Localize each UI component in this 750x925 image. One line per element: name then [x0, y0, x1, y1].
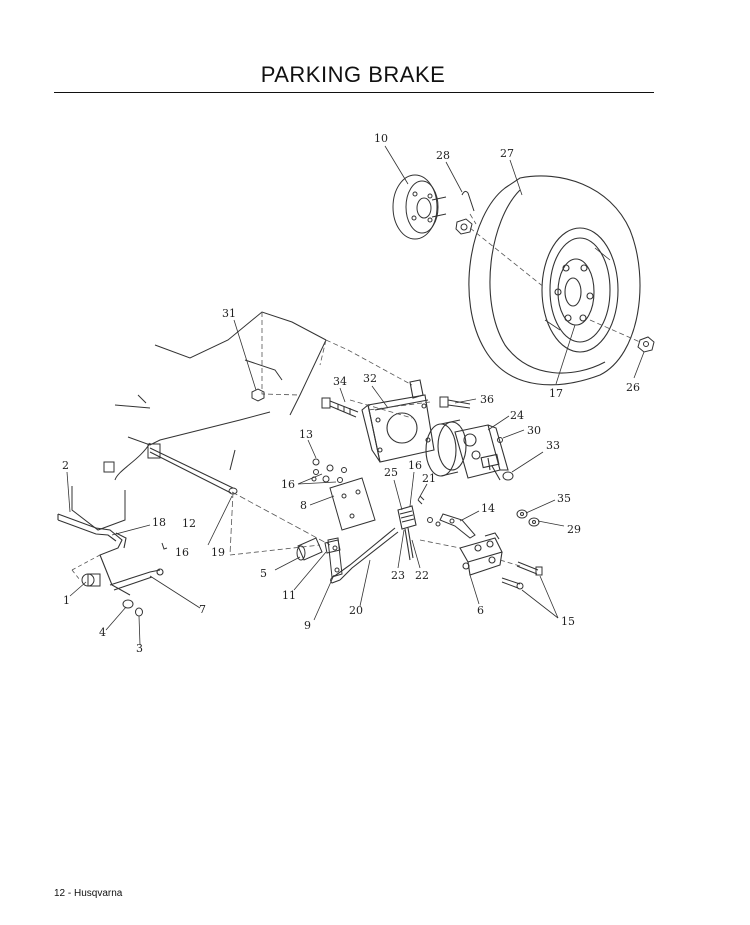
callout-label: 15 — [561, 615, 575, 628]
bolt-34 — [321, 397, 359, 418]
pedal-pivot — [81, 573, 101, 587]
clip-12 — [161, 542, 168, 550]
washers-4-3 — [122, 599, 143, 617]
callout-label: 5 — [260, 567, 267, 580]
brake-disc — [392, 174, 447, 240]
hex-nut — [251, 388, 265, 402]
callout-label: 32 — [363, 372, 377, 385]
frame-outline — [71, 311, 327, 531]
castle-nut — [455, 218, 473, 235]
sleeve-5 — [296, 537, 323, 561]
spring-21 — [417, 495, 425, 505]
callout-label: 13 — [299, 428, 313, 441]
callout-label: 16 — [408, 459, 422, 472]
callout-label: 26 — [626, 381, 640, 394]
page-footer: 12 - Husqvarna — [54, 888, 123, 899]
washers-35-29 — [516, 509, 540, 527]
callout-label: 11 — [282, 589, 296, 602]
callout-label: 12 — [182, 517, 196, 530]
brake-rod — [149, 447, 238, 495]
callout-label: 21 — [422, 472, 436, 485]
callout-label: 9 — [304, 619, 311, 632]
callout-label: 6 — [477, 604, 484, 617]
caster-bracket-6 — [459, 532, 503, 576]
callout-labels: 10 28 27 31 34 32 36 24 30 33 13 16 8 17… — [62, 132, 640, 655]
callout-label: 8 — [300, 499, 307, 512]
lever-9 — [327, 537, 343, 578]
callout-label: 4 — [99, 626, 106, 639]
page-title: PARKING BRAKE — [260, 62, 446, 87]
callout-label: 29 — [567, 523, 581, 536]
bracket-plate-8 — [329, 477, 376, 531]
wheel-motor — [425, 419, 509, 481]
callout-label: 1 — [63, 594, 70, 607]
callout-label: 2 — [62, 459, 69, 472]
callout-label: 22 — [415, 569, 429, 582]
callout-label: 3 — [136, 642, 143, 655]
callout-label: 28 — [436, 149, 450, 162]
cotter-pin — [461, 190, 475, 212]
bolt-36 — [439, 396, 471, 409]
callout-label: 36 — [480, 393, 494, 406]
bracket-plate — [361, 379, 435, 463]
callout-label: 25 — [384, 466, 398, 479]
callout-label: 31 — [222, 307, 236, 320]
callout-label: 27 — [500, 147, 514, 160]
callout-label: 14 — [481, 502, 495, 515]
axle-centerline — [229, 491, 331, 556]
callout-label: 19 — [211, 546, 225, 559]
callout-label: 20 — [349, 604, 363, 617]
callout-label: 23 — [391, 569, 405, 582]
callout-label: 33 — [546, 439, 560, 452]
pedal-dashes — [71, 554, 101, 581]
callout-label: 16 — [175, 546, 189, 559]
callout-label: 18 — [152, 516, 166, 529]
callout-label: 16 — [281, 478, 295, 491]
callout-label: 17 — [549, 387, 563, 400]
washers-13-16 — [311, 458, 347, 483]
bolts-15 — [501, 561, 543, 590]
lug-nut — [637, 336, 655, 353]
callout-label: 10 — [374, 132, 388, 145]
wheel-tire — [468, 175, 641, 386]
callout-label: 34 — [333, 375, 347, 388]
frame-dashed — [261, 312, 413, 396]
title-divider — [54, 92, 654, 93]
spacer-11 — [324, 539, 341, 554]
callout-leaders — [66, 145, 645, 646]
pedal-arm — [57, 513, 164, 596]
pawl-14 — [427, 513, 476, 539]
callout-label: 7 — [199, 603, 206, 616]
callout-label: 30 — [527, 424, 541, 437]
leader-dashes — [229, 213, 641, 567]
small-fittings-30-33 — [497, 437, 514, 481]
callout-label: 24 — [510, 409, 524, 422]
callout-label: 35 — [557, 492, 571, 505]
